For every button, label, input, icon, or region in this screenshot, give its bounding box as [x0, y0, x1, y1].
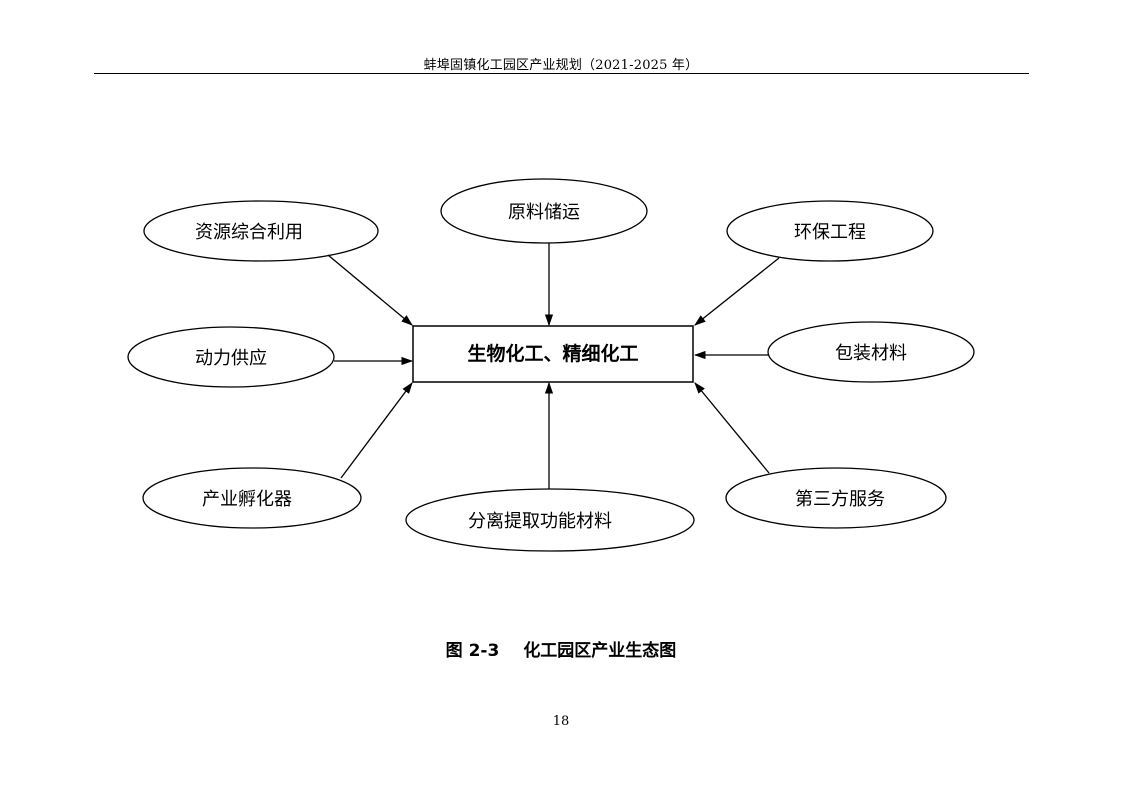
- figure-title: 化工园区产业生态图: [523, 641, 677, 661]
- arrow-env: [694, 257, 780, 326]
- center-label: 生物化工、精细化工: [467, 342, 638, 365]
- node-separation-label: 分离提取功能材料: [468, 511, 612, 532]
- node-resource-label: 资源综合利用: [195, 222, 303, 243]
- figure-caption: 图 2-3 化工园区产业生态图: [0, 636, 1122, 661]
- node-third-ellipse: [725, 467, 947, 529]
- header-title: 蚌埠固镇化工园区产业规划（2021-2025 年）: [423, 58, 699, 73]
- node-incubator-ellipse: [142, 467, 362, 529]
- node-power-label: 动力供应: [195, 348, 267, 369]
- node-incubator-label: 产业孵化器: [202, 489, 292, 510]
- node-env-ellipse: [726, 200, 934, 262]
- node-packaging-ellipse: [767, 321, 975, 383]
- node-power-ellipse: [127, 326, 335, 388]
- node-env-label: 环保工程: [794, 222, 866, 243]
- header-divider: [94, 73, 1029, 74]
- node-resource-ellipse: [143, 200, 379, 262]
- node-packaging-label: 包装材料: [835, 343, 907, 364]
- node-raw-ellipse: [440, 178, 648, 244]
- page-number: 18: [552, 714, 570, 729]
- node-raw-label: 原料储运: [508, 202, 580, 223]
- arrow-resource: [327, 254, 413, 326]
- arrow-incubator: [340, 382, 413, 479]
- center-box: [412, 325, 694, 383]
- node-separation-ellipse: [405, 488, 695, 552]
- figure-number: 图 2-3: [445, 641, 500, 661]
- arrow-third: [694, 382, 770, 474]
- node-third-label: 第三方服务: [795, 489, 885, 510]
